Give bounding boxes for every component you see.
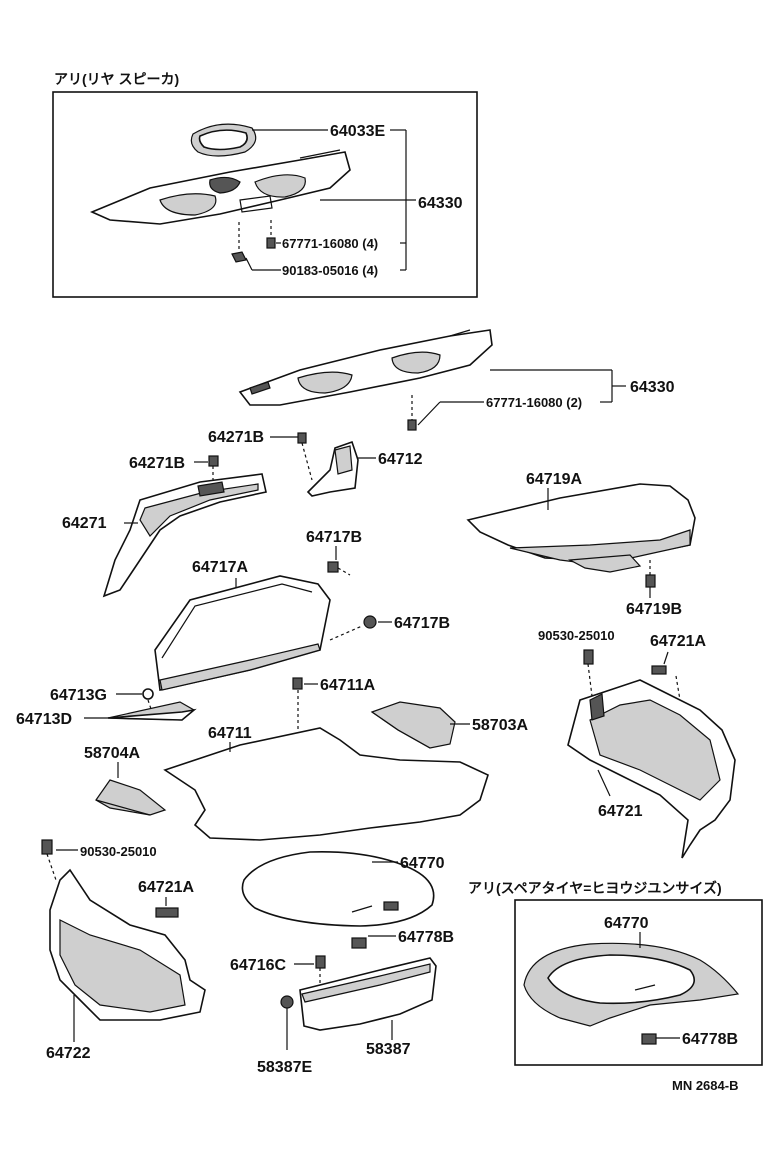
- rear-speaker-group: アリ(リヤ スピーカ): [52, 71, 478, 298]
- clip-67771-part: [266, 220, 276, 249]
- label-64271B-b: 64271B: [129, 455, 185, 472]
- label-67771: 67771-16080 (2): [486, 395, 582, 410]
- clip-64713G-part: [142, 688, 154, 713]
- mat-64713D-part: [107, 701, 197, 721]
- scuff-plate-58387-part: [299, 957, 437, 1031]
- label-58387E: 58387E: [257, 1059, 312, 1076]
- speaker-grille-part: [190, 123, 257, 157]
- screw-64271B-part: [297, 432, 313, 481]
- label-64711: 64711: [208, 725, 252, 742]
- hook-64778B-part: [351, 937, 367, 949]
- spare-tire-title: アリ(スペアタイヤ=ヒヨウジユンサイズ): [468, 880, 722, 896]
- rear-panel-trim-64719A-part: [466, 483, 696, 573]
- label-64713D: 64713D: [16, 711, 72, 728]
- rear-speaker-title: アリ(リヤ スピーカ): [54, 71, 179, 87]
- label-64271B-a: 64271B: [208, 429, 264, 446]
- label-64778B: 64778B: [398, 929, 454, 946]
- label-64330: 64330: [630, 379, 675, 396]
- bracket-64712-part: [306, 440, 359, 497]
- plate-58703A-part: [370, 701, 456, 749]
- side-cover-64717A-part: [154, 575, 331, 691]
- clip-58387E-part: [280, 995, 294, 1050]
- side-panel-64721-part: [567, 679, 736, 859]
- label-64330-top: 64330: [418, 195, 463, 212]
- side-panel-64722-part: [49, 868, 206, 1021]
- label-64770-spare: 64770: [604, 915, 649, 932]
- main-parts-group: 64330 67771-16080 (2) 64271B 64712 64271…: [16, 329, 736, 1076]
- label-58387: 58387: [366, 1041, 411, 1058]
- fastener-90530-b-part: [41, 839, 57, 881]
- deck-board-64770-part: [241, 851, 435, 927]
- label-90530-b: 90530-25010: [80, 844, 157, 859]
- clip-64719B-part: [645, 560, 656, 588]
- label-64778B-spare: 64778B: [682, 1031, 738, 1048]
- label-64722: 64722: [46, 1045, 91, 1062]
- label-58704A: 58704A: [84, 745, 140, 762]
- label-64716C: 64716C: [230, 957, 286, 974]
- clip-64721A-b-part: [155, 897, 179, 918]
- label-64717A: 64717A: [192, 559, 248, 576]
- label-90183: 90183-05016 (4): [282, 263, 378, 278]
- label-64711A: 64711A: [320, 677, 376, 694]
- side-trim-64271-part: [102, 473, 267, 598]
- label-58703A: 58703A: [472, 717, 528, 734]
- label-90530-a: 90530-25010: [538, 628, 615, 643]
- deck-board-spare-part: [523, 942, 740, 1027]
- label-64721A-b: 64721A: [138, 879, 194, 896]
- label-64719B: 64719B: [626, 601, 682, 618]
- floor-mat-64711-part: [163, 727, 489, 841]
- label-64271: 64271: [62, 515, 107, 532]
- label-64717B-b: 64717B: [394, 615, 450, 632]
- package-tray-speaker-part: [89, 149, 351, 225]
- package-tray-part: [238, 329, 493, 406]
- label-64717B-a: 64717B: [306, 529, 362, 546]
- clip-67771-main-part: [407, 395, 417, 431]
- clip-64717B-a-part: [327, 561, 351, 576]
- spare-tire-box: [514, 899, 763, 1066]
- label-64712: 64712: [378, 451, 423, 468]
- label-64721A-a: 64721A: [650, 633, 706, 650]
- clip-64711A-part: [292, 677, 303, 730]
- label-67771-top: 67771-16080 (4): [282, 236, 378, 251]
- nut-90183-part: [231, 222, 247, 263]
- plate-58704A-part: [95, 779, 167, 816]
- label-64713G: 64713G: [50, 687, 107, 704]
- spare-tire-group: アリ(スペアタイヤ=ヒヨウジユンサイズ) 64770 64778B: [468, 880, 763, 1066]
- diagram-code: MN 2684-B: [672, 1078, 738, 1093]
- label-64770: 64770: [400, 855, 445, 872]
- label-64721: 64721: [598, 803, 643, 820]
- clip-64721A-a-part: [651, 651, 681, 701]
- label-64033E: 64033E: [330, 123, 385, 140]
- rear-speaker-box: [52, 91, 478, 298]
- fastener-90530-a-part: [583, 649, 594, 697]
- clip-64717B-b-part: [329, 615, 377, 641]
- label-64719A: 64719A: [526, 471, 582, 488]
- hook-64778B-spare-part: [641, 1033, 657, 1045]
